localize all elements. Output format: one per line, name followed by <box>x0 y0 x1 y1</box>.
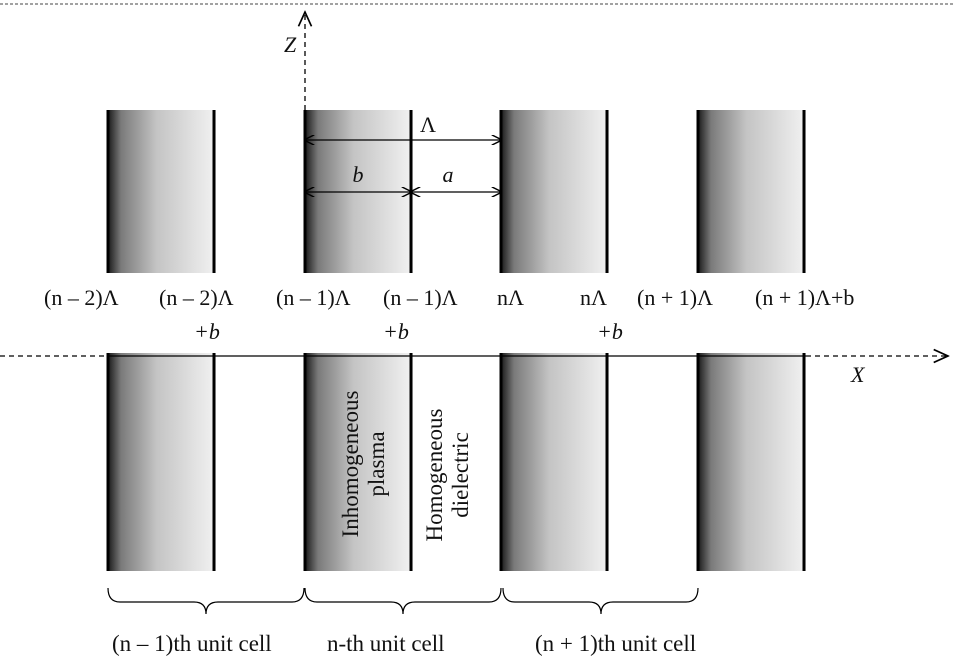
position-label-offset: +b <box>194 319 220 344</box>
unit-cell-label-next: (n + 1)th unit cell <box>535 631 696 656</box>
position-label: (n – 1)Λ <box>276 285 351 310</box>
plasma-slab-3-upper <box>501 110 609 273</box>
dielectric-label-line-2: dielectric <box>448 432 473 518</box>
unit-cell-label-current: n-th unit cell <box>327 631 445 656</box>
unit-cell-braces <box>107 587 699 615</box>
brace-right <box>502 587 699 615</box>
z-axis-label: Z <box>284 32 297 57</box>
position-label: (n + 1)Λ <box>637 285 713 310</box>
position-label: (n + 1)Λ+b <box>755 285 854 310</box>
brace-left <box>107 587 305 615</box>
position-label: nΛ <box>497 285 524 310</box>
position-labels: (n – 2)Λ (n – 2)Λ +b (n – 1)Λ (n – 1)Λ +… <box>44 285 854 344</box>
plasma-slab-1-upper <box>108 110 216 273</box>
x-axis-label: X <box>850 362 866 387</box>
plasma-layer-label: Inhomogeneous plasma <box>338 390 389 537</box>
period-label: Λ <box>420 112 436 137</box>
brace-middle <box>304 587 502 615</box>
plasma-slab-4-lower <box>698 353 806 571</box>
position-label: nΛ <box>580 285 607 310</box>
unit-cell-label-prev: (n – 1)th unit cell <box>112 631 272 656</box>
position-label-offset: +b <box>383 319 409 344</box>
position-label-offset: +b <box>597 319 623 344</box>
dielectric-layer-label: Homogeneous dielectric <box>422 409 473 542</box>
position-label: (n – 1)Λ <box>383 285 458 310</box>
plasma-slab-3-lower <box>501 353 609 571</box>
lower-slab-row <box>106 353 806 571</box>
position-label: (n – 2)Λ <box>159 285 234 310</box>
plasma-width-label: b <box>353 162 364 187</box>
plasma-slab-1-lower <box>108 353 216 571</box>
dielectric-label-line-1: Homogeneous <box>422 409 447 542</box>
plasma-slab-2-lower <box>305 353 413 571</box>
dielectric-width-label: a <box>443 162 454 187</box>
plasma-label-line-1: Inhomogeneous <box>338 390 363 537</box>
plasma-label-line-2: plasma <box>364 431 389 496</box>
position-label: (n – 2)Λ <box>44 285 119 310</box>
plasma-slab-4-upper <box>698 110 806 273</box>
